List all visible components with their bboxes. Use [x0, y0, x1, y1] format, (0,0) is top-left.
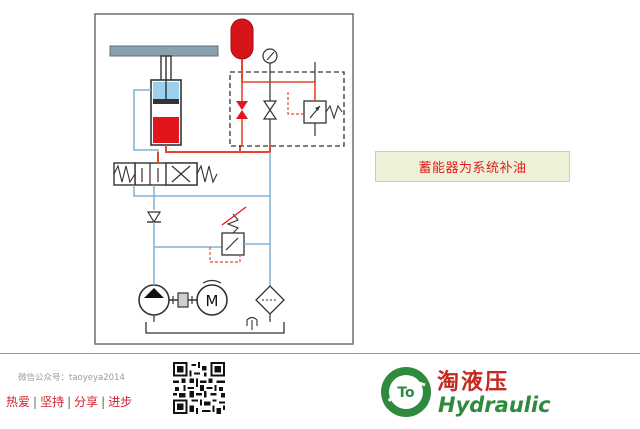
motto-word: 分享 — [74, 395, 99, 409]
wechat-account-label: 微信公众号：taoyeya2014 — [18, 373, 125, 383]
qr-code-icon — [173, 362, 225, 414]
motto-word: 进步 — [108, 395, 133, 409]
motto: 热爱|坚持|分享|进步 — [6, 393, 132, 410]
accumulator-isolation-valve — [236, 82, 248, 145]
safety-relief-valve — [287, 82, 343, 136]
motto-word: 热爱 — [6, 395, 31, 409]
cylinder-pressure-line — [165, 145, 241, 153]
logo-monogram: To — [397, 385, 415, 401]
shaft-coupling — [169, 292, 197, 308]
return-to-tank-line — [133, 152, 271, 197]
footer-divider — [0, 353, 640, 354]
oil-tank — [145, 316, 285, 334]
footer-bar — [0, 354, 640, 429]
accumulator-block-outline — [229, 71, 345, 147]
hydraulic-diagram: M 蓄能器为系统补油 — [94, 13, 570, 345]
circuit-schematic: M — [94, 13, 354, 345]
directional-valve — [113, 162, 218, 186]
motor-label: M — [206, 292, 219, 310]
motto-separator: | — [101, 395, 106, 409]
caption-box: 蓄能器为系统补油 — [375, 151, 570, 182]
return-filter — [255, 285, 285, 322]
hydraulic-cylinder — [150, 56, 182, 146]
motto-separator: | — [67, 395, 72, 409]
electric-motor: M — [196, 279, 228, 316]
system-relief-valve — [209, 196, 271, 286]
brand-logo-icon: To — [381, 367, 431, 417]
motto-separator: | — [33, 395, 38, 409]
brand-name-english: Hydraulic — [438, 393, 551, 417]
gauge-needle-valve — [262, 82, 278, 145]
caption-text: 蓄能器为系统补油 — [418, 161, 527, 176]
brand-name-chinese: 淘液压 — [437, 369, 510, 395]
load-plate — [109, 45, 219, 57]
pressure-gauge — [262, 48, 278, 82]
check-valve — [146, 211, 162, 282]
motto-word: 坚持 — [40, 395, 65, 409]
accumulator — [230, 18, 254, 82]
